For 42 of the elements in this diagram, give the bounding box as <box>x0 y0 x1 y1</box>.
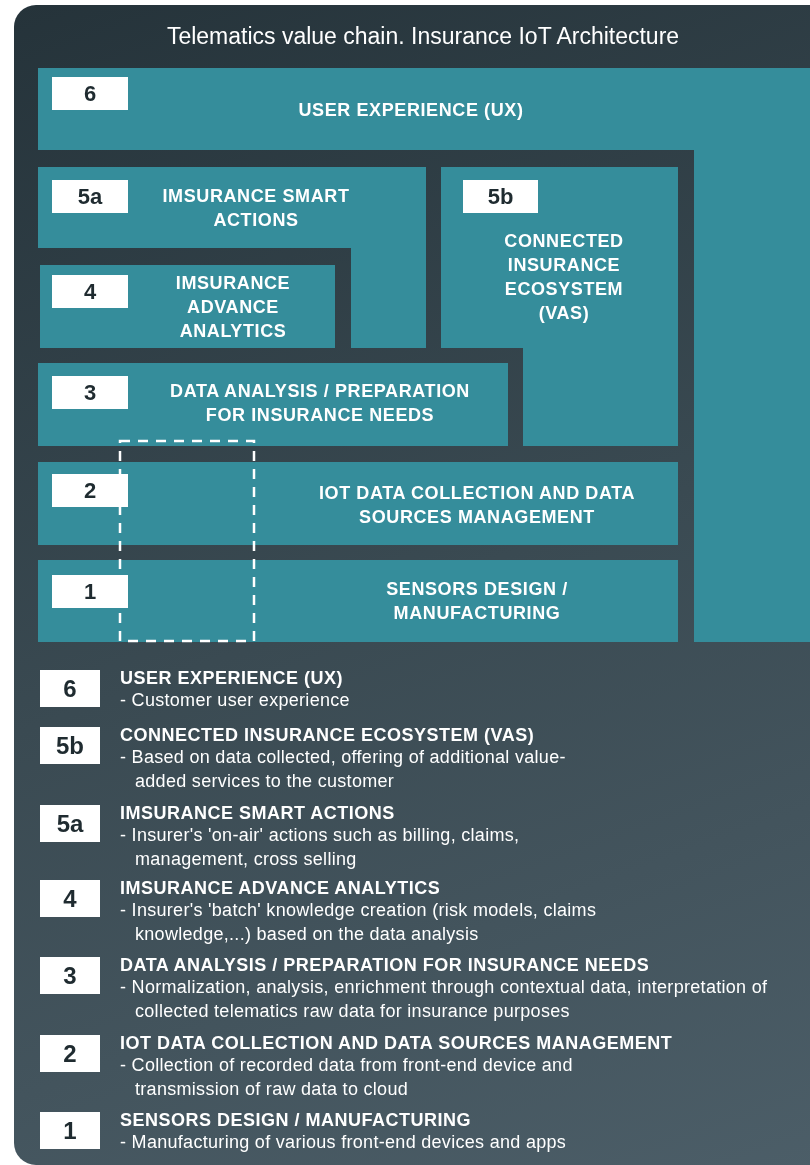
layer-title: IOT DATA COLLECTION AND DATA SOURCES MANAGEMENT <box>317 482 637 529</box>
layer-block <box>38 363 508 446</box>
layer-title: SENSORS DESIGN / MANUFACTURING <box>385 578 569 625</box>
number-badge: 1 <box>52 575 128 608</box>
layer-block <box>38 68 810 642</box>
legend-heading: IMSURANCE SMART ACTIONS <box>120 802 395 824</box>
number-badge: 4 <box>40 880 100 917</box>
layer-title: CONNECTED INSURANCE ECOSYSTEM (VAS) <box>503 230 625 325</box>
legend-heading: DATA ANALYSIS / PREPARATION FOR INSURANCE NEEDS <box>120 954 650 976</box>
layer-title: IMSURANCE ADVANCE ANALYTICS <box>174 272 292 343</box>
legend-description: - Based on data collected, offering of additional value-added services to the customer <box>120 746 567 793</box>
legend-description: - Customer user experience <box>120 689 351 712</box>
number-badge: 5b <box>463 180 538 213</box>
number-badge: 5b <box>40 727 100 764</box>
number-badge: 6 <box>40 670 100 707</box>
legend-description: - Insurer's 'batch' knowledge creation (risk models, claims knowledge,...) based on the data analysis <box>120 899 598 946</box>
legend-description: - Insurer's 'on-air' actions such as billing, claims, management, cross selling <box>120 824 521 871</box>
number-badge: 5a <box>40 805 100 842</box>
legend-heading: SENSORS DESIGN / MANUFACTURING <box>120 1109 472 1131</box>
legend-heading: IMSURANCE ADVANCE ANALYTICS <box>120 877 441 899</box>
number-badge: 3 <box>40 957 100 994</box>
legend-description: - Manufacturing of various front-end devices and apps <box>120 1131 568 1154</box>
diagram-title: Telematics value chain. Insurance IoT Architecture <box>165 23 681 50</box>
legend-description: - Normalization, analysis, enrichment through contextual data, interpretation of collected telematics raw data for insurance purposes <box>120 976 769 1023</box>
layer-block <box>38 462 678 545</box>
layer-block <box>38 560 678 642</box>
number-badge: 3 <box>52 376 128 409</box>
layer-title: IMSURANCE SMART ACTIONS <box>161 185 351 232</box>
number-badge: 2 <box>52 474 128 507</box>
number-badge: 2 <box>40 1035 100 1072</box>
legend-heading: IOT DATA COLLECTION AND DATA SOURCES MANAGEMENT <box>120 1032 673 1054</box>
number-badge: 6 <box>52 77 128 110</box>
legend-heading: CONNECTED INSURANCE ECOSYSTEM (VAS) <box>120 724 535 746</box>
legend-heading: USER EXPERIENCE (UX) <box>120 667 344 689</box>
number-badge: 5a <box>52 180 128 213</box>
number-badge: 4 <box>52 275 128 308</box>
layer-title: DATA ANALYSIS / PREPARATION FOR INSURANCE NEEDS <box>169 380 471 427</box>
legend-description: - Collection of recorded data from front-end device and transmission of raw data to cloud <box>120 1054 574 1101</box>
layer-title: USER EXPERIENCE (UX) <box>297 99 525 122</box>
dashed-frame <box>119 440 255 642</box>
number-badge: 1 <box>40 1112 100 1149</box>
layer-block <box>40 265 335 348</box>
